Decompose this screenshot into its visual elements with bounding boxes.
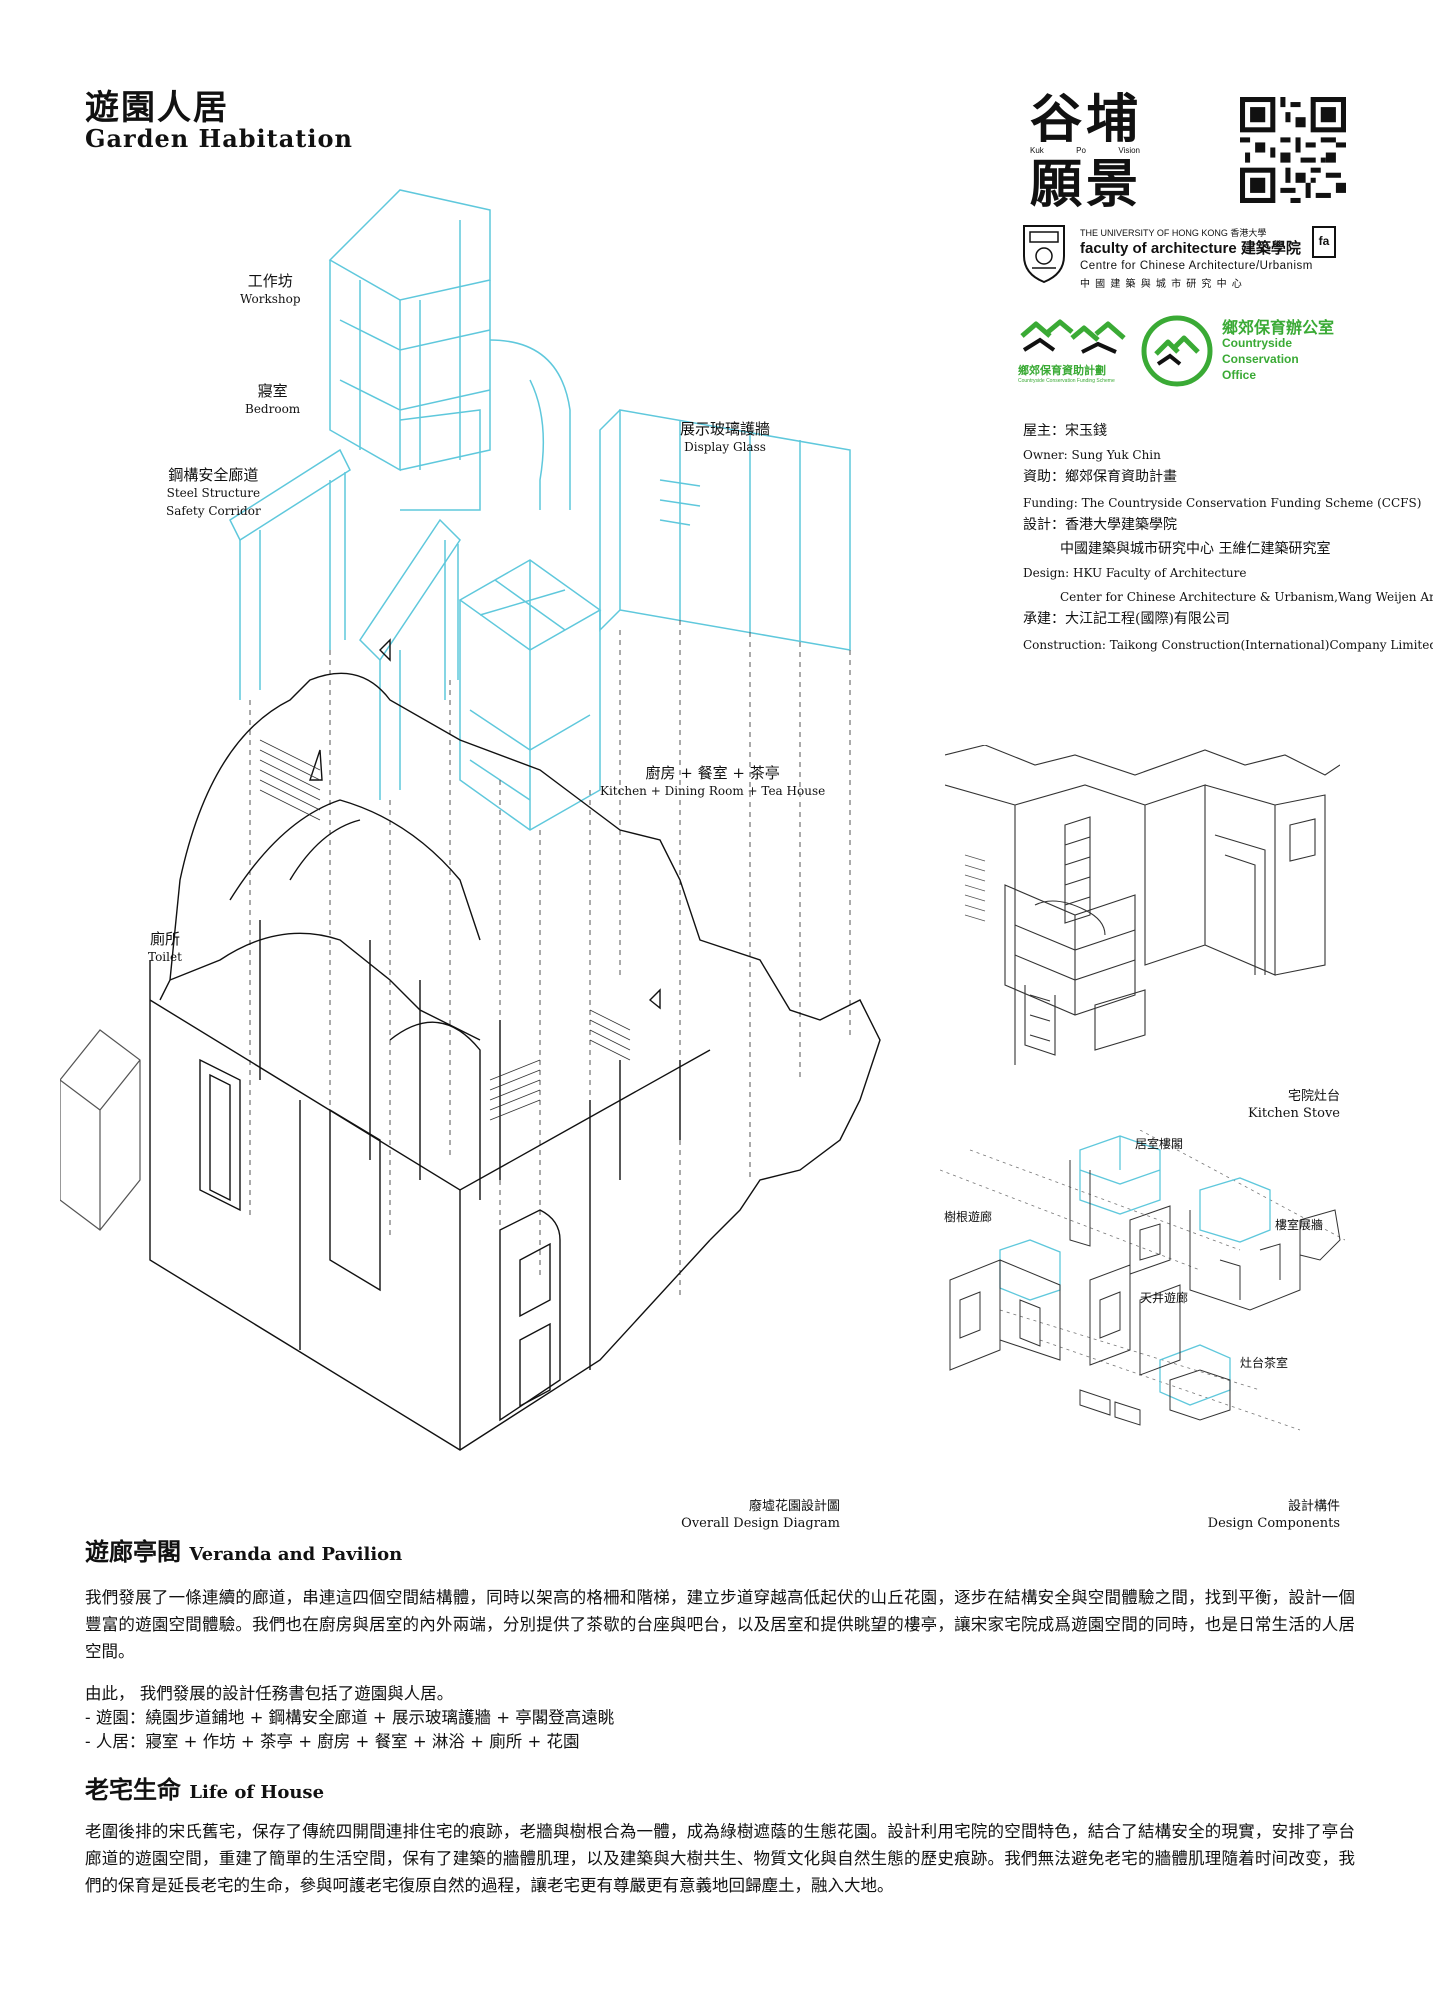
label-display-glass: 展示玻璃護牆 Display Glass — [680, 420, 771, 454]
hku-name: THE UNIVERSITY OF HONG KONG 香港大學 — [1080, 228, 1267, 238]
section-life-paragraph: 老圍後排的宋氏舊宅，保存了傳統四開間連排住宅的痕跡，老牆與樹根合為一體，成為綠樹… — [85, 1822, 1355, 1895]
credit-design-en1: Design: HKU Faculty of Architecture — [1023, 566, 1247, 580]
toilet-box — [60, 1029, 141, 1231]
ruin-walls — [149, 638, 881, 1451]
page-title: 遊園人居 — [85, 88, 229, 128]
cco-name-en2: Conservation — [1222, 352, 1299, 366]
kitchen-stove-drawing — [945, 745, 1340, 1065]
caption-kitchen-stove: 宅院灶台 Kitchen Stove — [1248, 1089, 1340, 1121]
section-life-heading: 老宅生命 Life of House — [85, 1775, 325, 1804]
kukpo-logo: 谷埔 Kuk Po Vision 願景 — [1030, 92, 1150, 213]
label-safety-corridor: 鋼構安全廊道 Steel Structure Safety Corridor — [166, 466, 261, 518]
caption-design-components: 設計構件 Design Components — [1207, 1499, 1340, 1531]
ccfs-name-zh: 鄉郊保育資助計劃 — [1018, 365, 1106, 377]
credit-owner-en: Owner: Sung Yuk Chin — [1023, 448, 1161, 462]
credit-design-zh1: 設計：香港大學建築學院 — [1023, 517, 1177, 533]
kukpo-logo-line1: 谷埔 — [1030, 89, 1143, 150]
credit-construction-en: Construction: Taikong Construction(Inter… — [1023, 638, 1433, 652]
faculty-name: faculty of architecture 建築學院 — [1080, 240, 1301, 257]
design-brief-item-garden: - 遊園：繞園步道鋪地 + 鋼構安全廊道 + 展示玻璃護牆 + 亭閣登高遠眺 — [85, 1708, 615, 1727]
qr-code — [1240, 97, 1346, 203]
design-brief-item-habitation: - 人居：寢室 + 作坊 + 茶亭 + 廚房 + 餐室 + 淋浴 + 廁所 + … — [85, 1732, 580, 1751]
credit-funding-zh: 資助：鄉郊保育資助計畫 — [1023, 469, 1177, 485]
label-kitchen: 廚房 + 餐室 + 茶亭 Kitchen + Dining Room + Tea… — [600, 764, 826, 798]
credit-construction-zh: 承建：大江記工程(國際)有限公司 — [1023, 611, 1230, 627]
cco-circle-icon — [1141, 315, 1213, 387]
cco-name-en3: Office — [1222, 368, 1257, 382]
component-stove-tea: 灶台茶室 — [1240, 1356, 1289, 1370]
component-tree-corridor: 樹根遊廊 — [944, 1210, 993, 1224]
ccfs-logo: 鄉郊保育資助計劃 Countryside Conservation Fundin… — [1018, 318, 1133, 390]
cco-name-en1: Countryside — [1222, 336, 1293, 350]
overall-design-diagram — [60, 189, 881, 1451]
page-subtitle: Garden Habitation — [85, 124, 353, 153]
hku-logo: THE UNIVERSITY OF HONG KONG 香港大學 faculty… — [1020, 222, 1360, 290]
credit-funding-en: Funding: The Countryside Conservation Fu… — [1023, 496, 1422, 510]
hku-crest-icon — [1023, 225, 1065, 284]
component-display-wall: 樓室展牆 — [1275, 1218, 1324, 1232]
design-brief-intro: 由此， 我們發展的設計任務書包括了遊園與人居。 — [85, 1684, 454, 1703]
credit-owner-zh: 屋主：宋玉錢 — [1023, 423, 1107, 439]
component-courtyard: 天井遊廊 — [1140, 1291, 1189, 1305]
label-toilet: 廁所 Toilet — [148, 930, 182, 964]
credit-design-en2: Center for Chinese Architecture & Urbani… — [1060, 590, 1433, 604]
label-workshop: 工作坊 Workshop — [240, 272, 301, 306]
cco-name-zh: 鄉郊保育辦公室 — [1222, 320, 1335, 337]
kukpo-logo-line2: 願景 — [1030, 154, 1143, 215]
centre-name-zh: 中 國 建 築 與 城 市 研 究 中 心 — [1080, 279, 1243, 290]
brick-hatching — [259, 739, 631, 1121]
caption-overall-design: 廢墟花園設計圖 Overall Design Diagram — [681, 1499, 840, 1531]
cyan-structures — [229, 189, 851, 831]
design-components-drawing — [940, 1130, 1345, 1431]
kukpo-logo-en: Kuk Po Vision — [1030, 146, 1140, 155]
section-veranda-heading: 遊廊亭閣 Veranda and Pavilion — [85, 1537, 403, 1566]
label-bedroom: 寢室 Bedroom — [245, 382, 301, 416]
component-bedroom-tower: 居室樓閣 — [1135, 1137, 1184, 1151]
centre-name-en: Centre for Chinese Architecture/Urbanism — [1080, 260, 1313, 272]
cco-logo: 鄉郊保育辦公室 Countryside Conservation Office — [1140, 312, 1360, 390]
ccfs-mountain-icon — [1020, 319, 1126, 354]
fa-monogram-icon: fa — [1312, 226, 1336, 258]
ccfs-name-en: Countryside Conservation Funding Scheme — [1018, 378, 1115, 384]
credit-design-zh2: 中國建築與城市研究中心 王維仁建築研究室 — [1060, 541, 1331, 557]
section-veranda-paragraph: 我們發展了一條連續的廊道，串連這四個空間結構體，同時以架高的格柵和階梯，建立步道… — [85, 1588, 1355, 1661]
